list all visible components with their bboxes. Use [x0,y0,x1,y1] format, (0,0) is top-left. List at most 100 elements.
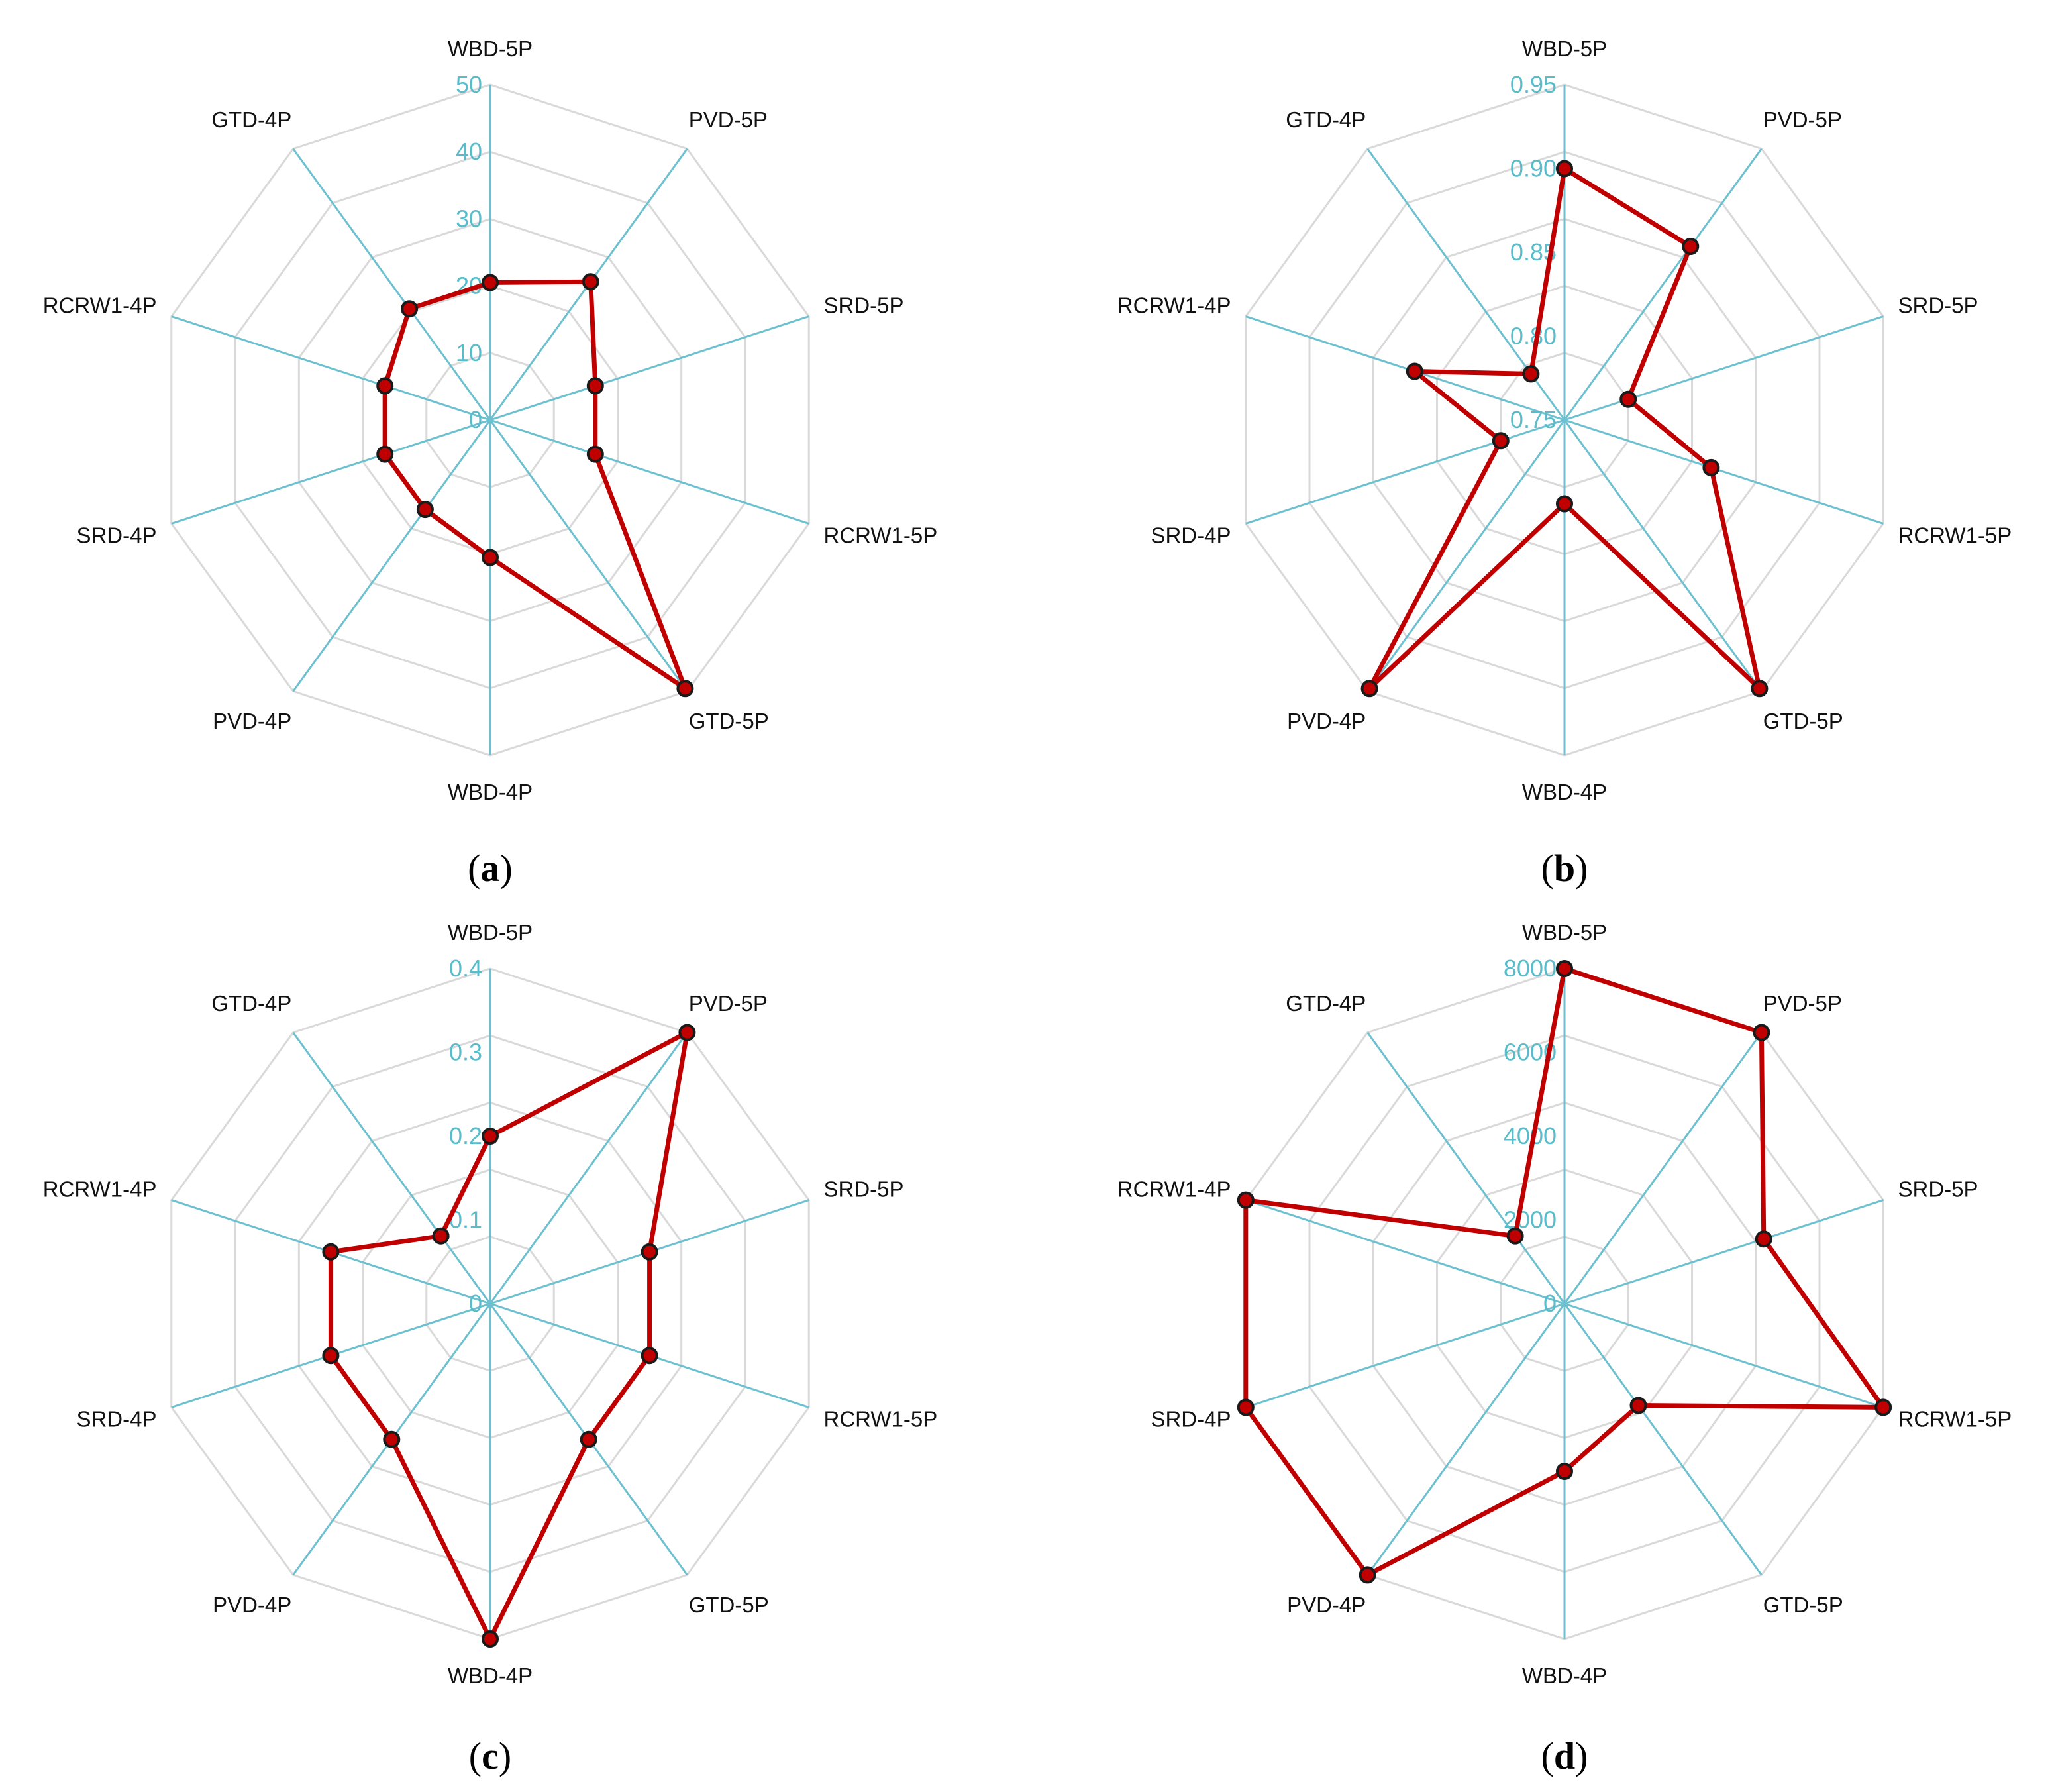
category-label: GTD-5P [689,1593,769,1617]
data-point [641,1347,658,1365]
data-point [482,1630,499,1648]
category-label: RCRW1-5P [1898,1406,2012,1431]
category-label: GTD-5P [689,709,769,733]
category-label: GTD-4P [1286,991,1366,1016]
axis-spoke [1366,1303,1566,1576]
tick-label: 0 [469,1290,482,1317]
axis-spoke [1366,1031,1566,1304]
tick-label: 50 [456,71,482,98]
tick-label: 0.90 [1510,155,1557,182]
data-point [678,1024,696,1041]
data-point [1556,495,1573,513]
data-point [1619,390,1637,408]
data-point [416,501,434,519]
data-point [322,1347,340,1365]
radar-panel-c: 00.10.20.30.4WBD-5PPVD-5PSRD-5PRCRW1-5PG… [43,920,938,1777]
radar-panel-a: 01020304050WBD-5PPVD-5PSRD-5PRCRW1-5PGTD… [43,36,938,890]
data-point [586,445,604,463]
data-point [1682,238,1700,255]
category-label: WBD-4P [1522,780,1607,804]
data-point [1522,365,1540,383]
category-label: GTD-5P [1763,709,1843,733]
category-label: SRD-5P [824,1177,904,1202]
tick-label: 0.80 [1510,323,1557,350]
category-label: PVD-4P [1287,709,1366,733]
data-point [1406,362,1423,380]
data-point [376,445,394,463]
data-point [580,1430,597,1448]
category-label: SRD-5P [824,293,904,318]
tick-label: 0 [1543,1290,1557,1317]
data-point [1359,1566,1376,1584]
category-label: GTD-5P [1763,1593,1843,1617]
category-label: WBD-4P [448,1663,533,1688]
axis-spoke [1366,419,1566,692]
data-point [1506,1227,1524,1245]
category-label: GTD-4P [1286,107,1366,132]
panel-label: (c) [469,1734,511,1777]
axis-spoke [1563,1303,1763,1576]
axis-spoke [1564,1302,1884,1408]
category-label: GTD-4P [211,991,291,1016]
data-point [1556,160,1573,178]
category-label: RCRW1-5P [1898,523,2012,547]
category-label: SRD-4P [76,1406,156,1431]
data-point [1702,458,1720,476]
category-label: SRD-4P [76,523,156,547]
data-point [482,549,499,566]
data-point [1874,1398,1892,1416]
data-point [1556,960,1573,977]
category-label: WBD-5P [448,920,533,945]
tick-label: 0.2 [449,1122,482,1149]
axis-spoke [1245,419,1565,525]
panel-label: (b) [1541,847,1588,890]
data-point [1556,1463,1573,1480]
category-label: RCRW1-4P [1117,1177,1231,1202]
category-label: PVD-4P [213,1593,291,1617]
panel-label: (d) [1541,1734,1588,1777]
category-label: RCRW1-5P [824,523,938,547]
category-label: PVD-5P [1763,991,1842,1016]
data-point [1237,1398,1255,1416]
axis-spoke [1564,1199,1884,1305]
data-point [322,1243,340,1261]
axis-spoke [489,315,809,421]
axis-spoke [1563,1031,1763,1304]
data-point [1360,680,1378,698]
category-label: PVD-4P [1287,1593,1366,1617]
category-label: PVD-5P [689,991,768,1016]
panel-label: (a) [468,847,513,890]
radar-panel-d: 02000400060008000WBD-5PPVD-5PSRD-5PRCRW1… [1117,920,2012,1777]
axis-spoke [292,148,491,421]
category-label: SRD-4P [1151,1406,1231,1431]
axis-spoke [1245,1199,1565,1305]
axis-spoke [292,419,491,692]
data-point [582,273,599,291]
axis-spoke [1245,315,1565,421]
data-point [1753,1024,1770,1041]
category-label: SRD-5P [1898,293,1978,318]
tick-label: 0.4 [449,955,482,982]
axis-spoke [171,419,491,525]
category-label: WBD-5P [448,36,533,61]
axis-spoke [171,315,491,421]
axis-spoke [1564,419,1884,525]
data-point [1751,680,1769,698]
category-label: GTD-4P [211,107,291,132]
category-label: RCRW1-4P [43,293,157,318]
series-line [328,1028,691,1644]
data-point [401,300,419,318]
data-point [586,377,604,395]
axis-spoke [1245,1302,1565,1408]
axis-spoke [489,419,809,525]
category-label: SRD-4P [1151,523,1231,547]
data-point [482,274,499,291]
tick-label: 0.3 [449,1039,482,1066]
tick-label: 40 [456,138,482,165]
tick-label: 10 [456,339,482,366]
data-point [376,377,394,395]
category-label: WBD-5P [1522,36,1607,61]
tick-label: 8000 [1504,955,1557,982]
axis-spoke [489,1031,688,1304]
